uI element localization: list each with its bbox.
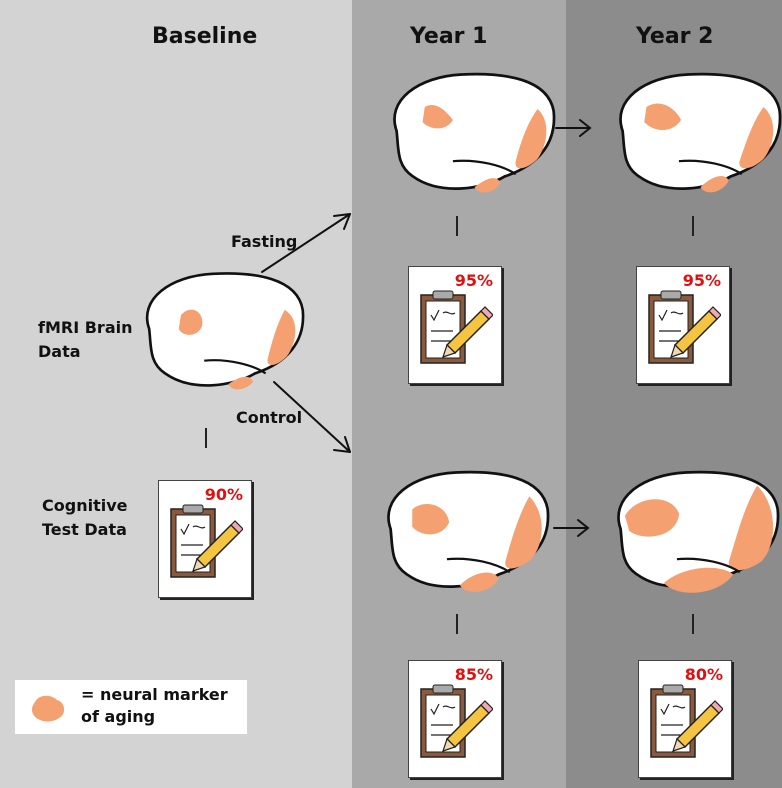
fmri-label: fMRI Brain Data: [38, 316, 132, 364]
legend: = neural marker of aging: [15, 680, 247, 734]
control-y1-brain: [366, 466, 556, 596]
fasting-y2-test-card: 95%: [636, 266, 730, 384]
fasting-label: Fasting: [231, 230, 297, 254]
legend-line1: = neural marker: [81, 684, 228, 706]
fasting-y1-test-card: 95%: [408, 266, 502, 384]
cognitive-label-line1: Cognitive: [42, 494, 127, 518]
baseline-brain: [128, 266, 308, 396]
fasting-y2-brain: [598, 68, 782, 198]
fasting-y2-tick: [692, 216, 694, 236]
legend-line2: of aging: [81, 706, 228, 728]
control-year-arrow: [554, 520, 588, 536]
legend-text: = neural marker of aging: [81, 684, 228, 728]
neural-marker-swatch: [29, 692, 69, 724]
clipboard-icon: [645, 287, 721, 371]
fmri-label-line1: fMRI Brain: [38, 316, 132, 340]
fasting-y1-brain: [372, 68, 562, 198]
fasting-y1-tick: [456, 216, 458, 236]
control-y2-test-card: 80%: [638, 660, 732, 778]
clipboard-icon: [647, 681, 723, 765]
control-y1-tick: [456, 614, 458, 634]
cognitive-label: Cognitive Test Data: [42, 494, 127, 542]
clipboard-icon: [167, 501, 243, 585]
control-y1-test-card: 85%: [408, 660, 502, 778]
control-y2-tick: [692, 614, 694, 634]
clipboard-icon: [417, 287, 493, 371]
fmri-label-line2: Data: [38, 340, 132, 364]
baseline-tick: [205, 428, 207, 448]
cognitive-label-line2: Test Data: [42, 518, 127, 542]
control-y2-brain: [596, 466, 782, 596]
control-label: Control: [236, 406, 302, 430]
clipboard-icon: [417, 681, 493, 765]
baseline-test-card: 90%: [158, 480, 252, 598]
